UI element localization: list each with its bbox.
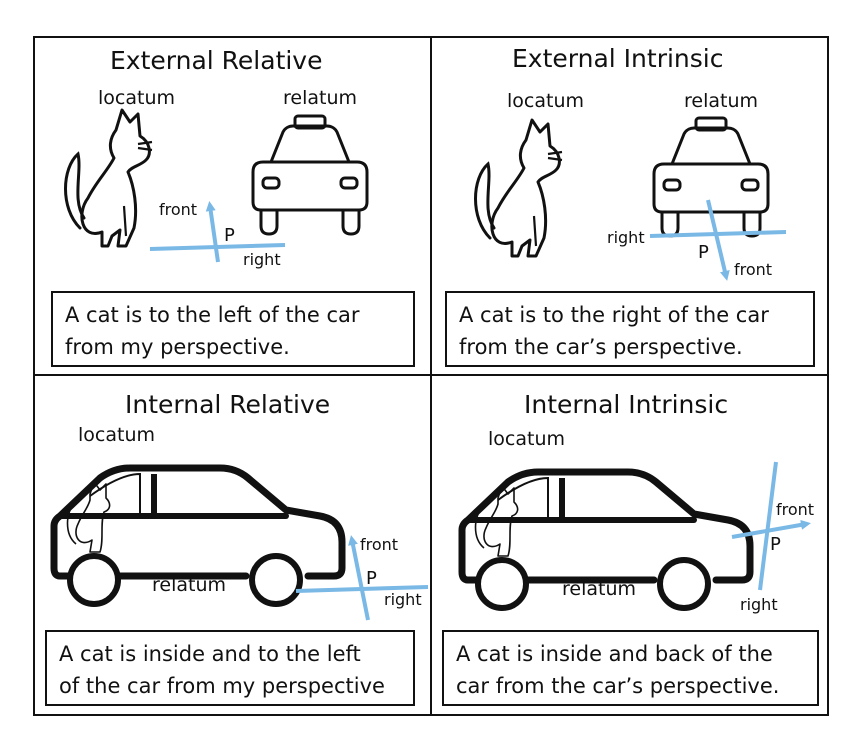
caption-box: A cat is inside and back of the car from… [442, 630, 819, 706]
axis-front-arrow [205, 201, 220, 263]
caption-box: A cat is inside and to the left of the c… [45, 630, 415, 706]
car-front-icon [251, 114, 369, 236]
caption-box: A cat is to the left of the car from my … [51, 291, 415, 367]
axis-right-line [758, 461, 778, 591]
caption-line: from the car’s perspective. [459, 335, 743, 359]
caption-line: A cat is inside and back of the [456, 642, 773, 666]
caption-line: A cat is inside and to the left [59, 642, 361, 666]
caption-line: of the car from my perspective [59, 674, 385, 698]
point-label: P [224, 225, 235, 246]
panel-title: Internal Intrinsic [524, 390, 729, 419]
axis-front-arrow [731, 519, 811, 539]
vertical-divider [430, 36, 432, 716]
right-label: right [740, 595, 778, 614]
caption-line: car from the car’s perspective. [456, 674, 780, 698]
front-label: front [159, 200, 198, 219]
right-label: right [243, 250, 281, 269]
point-label: P [698, 242, 709, 263]
horizontal-divider [33, 374, 829, 376]
locatum-label: locatum [98, 87, 175, 109]
point-label: P [770, 534, 781, 555]
cat-icon [474, 118, 564, 258]
panel-title: External Relative [110, 46, 323, 75]
caption-box: A cat is to the right of the car from th… [445, 291, 815, 367]
axis-front-arrow [706, 199, 730, 281]
cat-icon [64, 108, 154, 248]
locatum-label: locatum [78, 424, 155, 446]
front-label: front [734, 260, 773, 279]
front-label: front [360, 535, 399, 554]
locatum-label: locatum [507, 90, 584, 112]
caption-line: from my perspective. [65, 335, 290, 359]
right-label: right [384, 590, 422, 609]
point-label: P [366, 568, 377, 589]
panel-title: Internal Relative [125, 390, 331, 419]
relatum-label: relatum [152, 574, 227, 596]
axis-front-arrow [348, 535, 370, 621]
front-label: front [776, 500, 815, 519]
locatum-label: locatum [488, 428, 565, 450]
right-label: right [607, 228, 645, 247]
caption-line: A cat is to the left of the car [65, 303, 360, 327]
relatum-label: relatum [562, 578, 637, 600]
relatum-label: relatum [283, 87, 358, 109]
relatum-label: relatum [684, 90, 759, 112]
panel-title: External Intrinsic [512, 44, 724, 73]
caption-line: A cat is to the right of the car [459, 303, 769, 327]
